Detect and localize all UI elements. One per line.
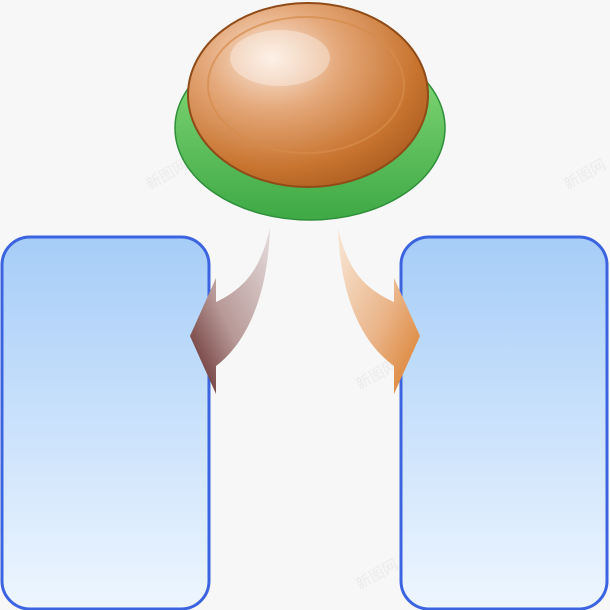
watermark: 新图网 [353, 555, 401, 593]
left-box [0, 235, 211, 610]
button-dome [187, 2, 429, 188]
watermark: 新图网 [561, 155, 609, 193]
button-highlight [230, 30, 330, 86]
right-box [399, 235, 609, 610]
right-curved-arrow [338, 228, 420, 394]
top-button [174, 2, 446, 221]
button-inner-ring [207, 16, 405, 154]
left-curved-arrow [190, 228, 270, 394]
